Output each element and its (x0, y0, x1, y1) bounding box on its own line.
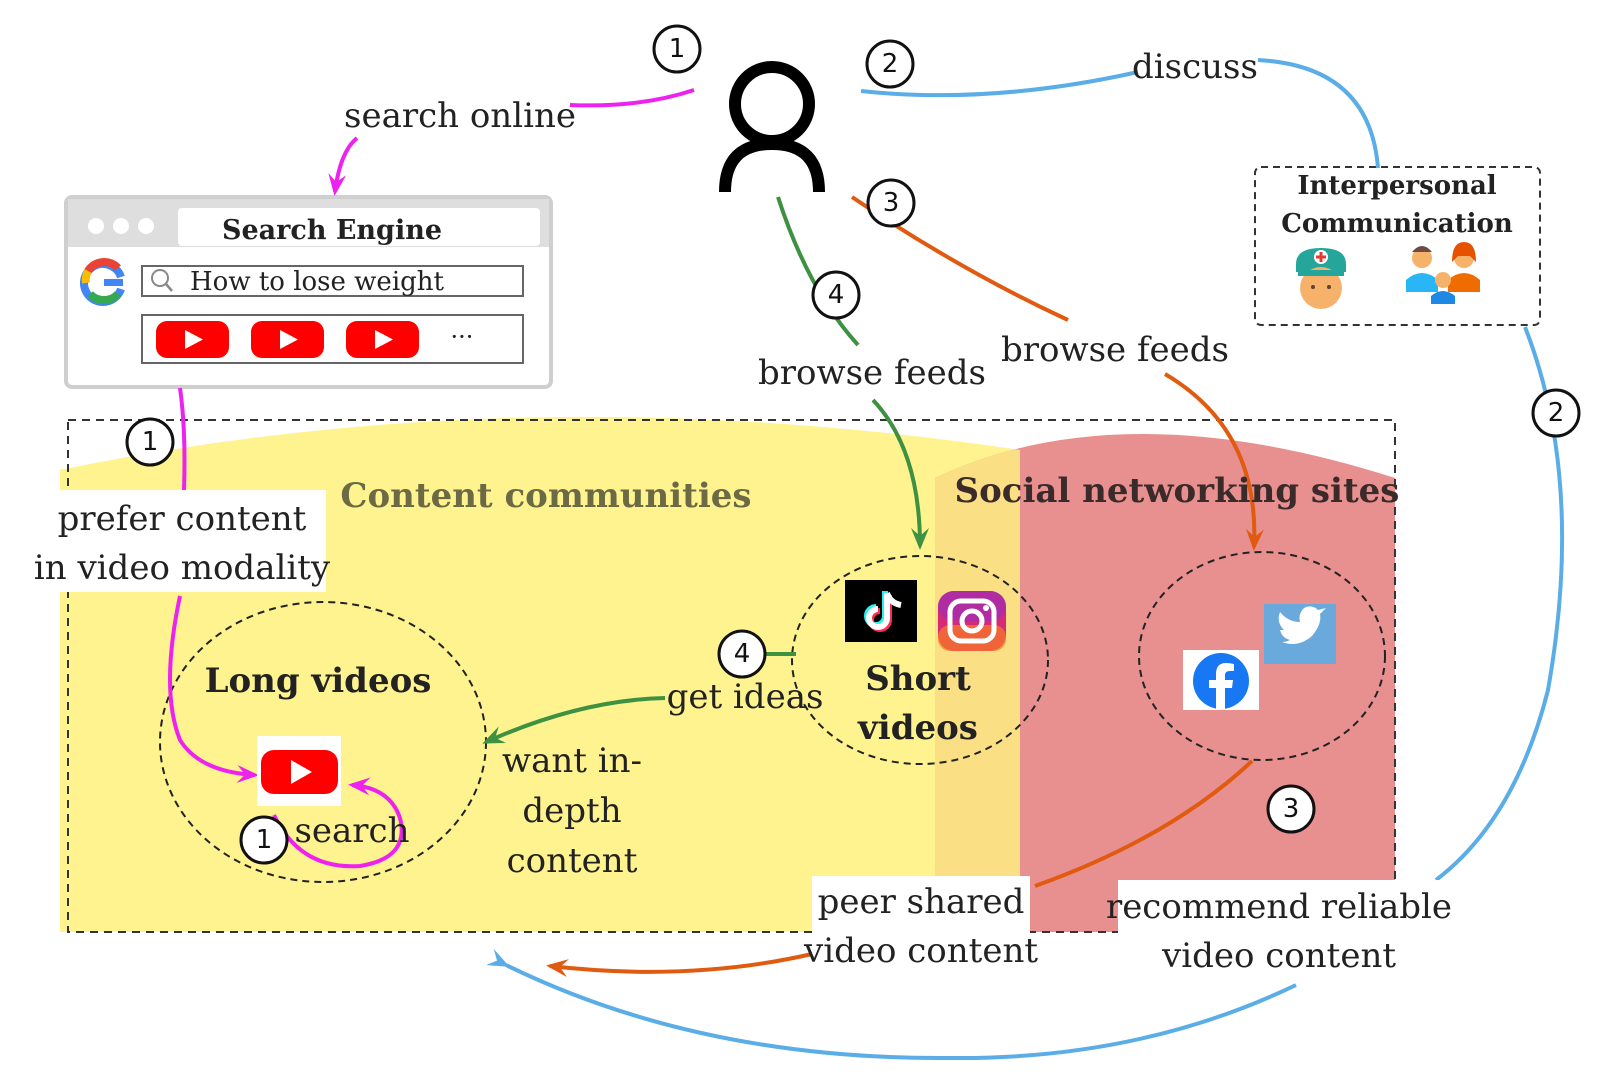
recommend-label-line1: recommend reliable (1106, 887, 1452, 927)
search-engine-title: Search Engine (222, 215, 442, 246)
browse-short-arrow (871, 398, 929, 550)
youtube-logo-icon[interactable] (257, 736, 341, 806)
peer-label-line2: video content (803, 931, 1038, 971)
discuss-path-right (1257, 58, 1380, 169)
step-badge: 1 (239, 815, 289, 865)
prefer-label-line2: in video modality (34, 548, 331, 588)
more-results-ellipsis: ··· (451, 323, 474, 351)
browse-social-arrow (1163, 372, 1264, 551)
step-badge: 2 (1531, 388, 1581, 438)
youtube-logo-icon[interactable] (156, 321, 229, 358)
peer-shared-path (1034, 759, 1254, 888)
step-badge: 1 (125, 417, 175, 467)
interpersonal-communication-box: Interpersonal Communication (1254, 166, 1541, 326)
svg-text:3: 3 (1283, 794, 1300, 824)
discuss-path (860, 70, 1139, 98)
window-dot-icon (88, 218, 104, 234)
facebook-logo-icon[interactable] (1183, 650, 1259, 710)
short-videos-title-line1: Short (865, 659, 971, 699)
recommend-label-bg (1118, 880, 1440, 976)
search-online-arrow (328, 136, 359, 196)
browse-feeds-orange-label: browse feeds (1001, 330, 1229, 370)
peer-label-line1: peer shared (818, 882, 1025, 922)
step-badge: 2 (865, 39, 915, 89)
svg-text:1: 1 (142, 427, 159, 457)
window-dot-icon (138, 218, 154, 234)
doctor-icon (1296, 248, 1346, 309)
interpersonal-title-line1: Interpersonal (1297, 171, 1496, 201)
google-logo-icon (79, 258, 125, 306)
search-icon (151, 269, 173, 292)
youtube-logo-icon[interactable] (346, 321, 419, 358)
prefer-label-bg (60, 490, 326, 592)
svg-text:3: 3 (883, 188, 900, 218)
short-videos-circle (791, 555, 1049, 765)
search-query-text: How to lose weight (190, 267, 445, 297)
browse-short-path (776, 196, 860, 347)
svg-text:2: 2 (1548, 398, 1565, 428)
search-label: search (294, 811, 409, 851)
peer-shared-arrow (546, 952, 813, 977)
step-badge: 4 (717, 629, 767, 679)
long-videos-title: Long videos (205, 661, 432, 701)
step-badge: 1 (652, 24, 702, 74)
discuss-label: discuss (1132, 47, 1258, 87)
get-ideas-arrow (482, 696, 666, 744)
short-videos-title-line2: videos (857, 708, 978, 748)
want-label-line3: content (507, 841, 638, 881)
window-dot-icon (113, 218, 129, 234)
prefer-video-path (178, 387, 187, 491)
search-online-label: search online (344, 96, 576, 136)
prefer-video-arrow (168, 595, 259, 784)
recommend-arrow (485, 949, 1297, 1061)
search-engine-window: Search Engine How to lose weight (64, 195, 553, 389)
svg-text:1: 1 (256, 825, 273, 855)
prefer-label-line1: prefer content (58, 499, 307, 539)
svg-text:4: 4 (734, 639, 751, 669)
svg-text:2: 2 (882, 49, 899, 79)
svg-text:1: 1 (669, 34, 686, 64)
instagram-logo-icon[interactable] (938, 591, 1006, 651)
step-badge: 3 (1266, 784, 1316, 834)
youtube-logo-icon[interactable] (251, 321, 324, 358)
interpersonal-title-line2: Communication (1281, 209, 1513, 239)
want-label-line2: depth (522, 791, 621, 831)
family-icon (1406, 242, 1480, 304)
window-title-bar (178, 208, 540, 246)
step-badge: 3 (866, 178, 916, 228)
social-networking-title: Social networking sites (955, 471, 1400, 511)
search-online-path (569, 88, 695, 108)
get-ideas-label: get ideas (667, 677, 824, 717)
content-communities-title: Content communities (340, 476, 751, 516)
search-input[interactable] (141, 265, 524, 297)
social-networking-circle (1138, 551, 1386, 761)
search-loop-arrow (272, 777, 404, 869)
tiktok-logo-icon[interactable] (845, 580, 917, 642)
user-icon (719, 61, 825, 193)
step-badge: 4 (811, 270, 861, 320)
platform-dashed-frame (67, 419, 1396, 933)
recommend-label-line2: video content (1161, 936, 1396, 976)
svg-text:4: 4 (828, 280, 845, 310)
browse-feeds-green-label: browse feeds (758, 353, 986, 393)
want-label-line1: want in- (502, 741, 642, 781)
peer-label-bg (812, 876, 1030, 972)
twitter-logo-icon[interactable] (1264, 604, 1336, 664)
